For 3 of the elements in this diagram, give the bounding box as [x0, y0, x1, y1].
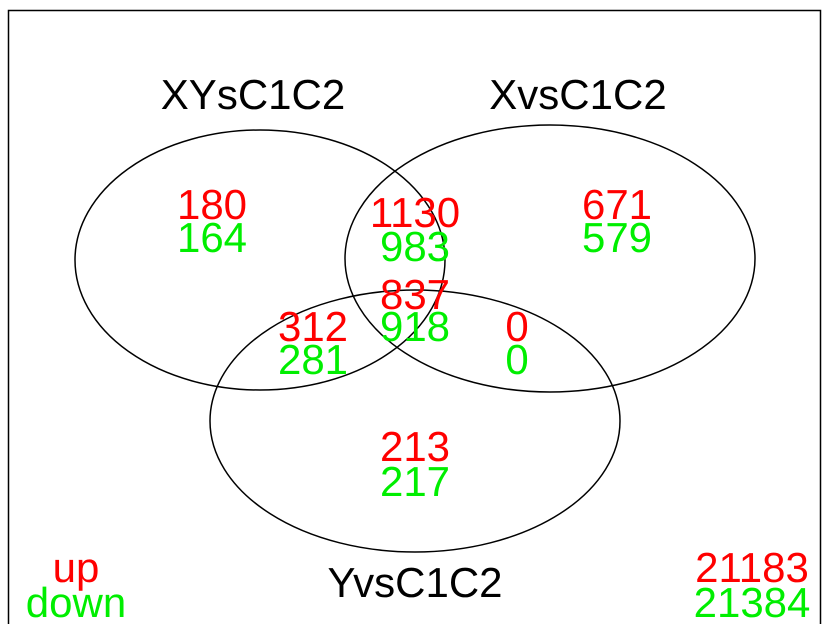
set-name: XYsC1C2 — [160, 74, 346, 116]
set-name: XvsC1C2 — [489, 74, 667, 116]
set-name: YvsC1C2 — [327, 562, 503, 604]
